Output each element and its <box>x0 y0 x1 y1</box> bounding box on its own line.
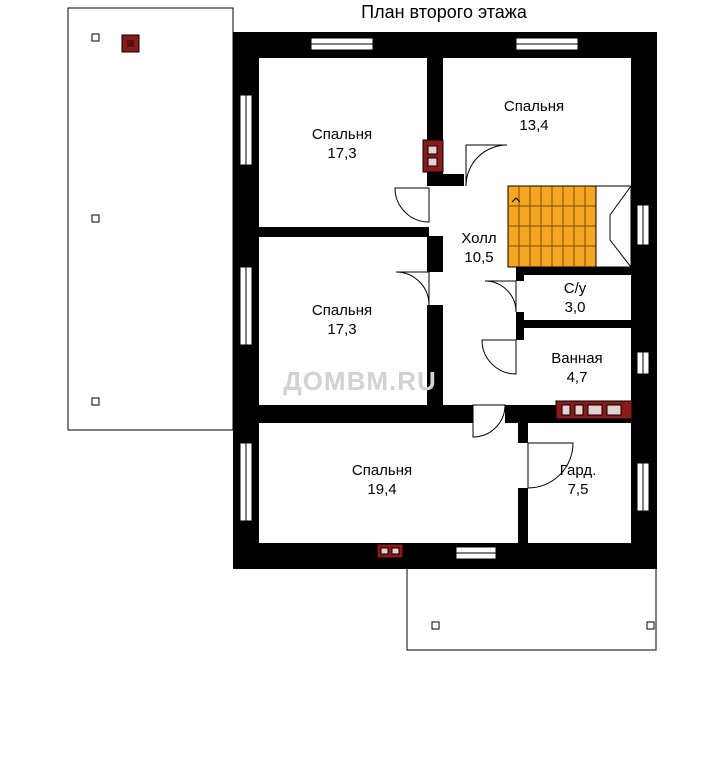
room-name-wardrobe: Гард. <box>560 462 597 479</box>
room-area-bath: 4,7 <box>567 369 588 386</box>
terrace-post <box>91 214 100 223</box>
stairs <box>507 185 633 268</box>
room-area-bedroom-ne: 13,4 <box>519 117 548 134</box>
room-area-bedroom-nw: 17,3 <box>327 145 356 162</box>
chimney-inner <box>127 40 134 47</box>
bottom-balcony <box>406 564 657 651</box>
room-area-wardrobe: 7,5 <box>568 481 589 498</box>
room-name-wc: С/у <box>564 280 587 297</box>
balcony-post <box>646 621 655 630</box>
watermark: ДОМВМ.RU <box>283 366 437 396</box>
room-name-bedroom-w: Спальня <box>312 302 372 319</box>
terrace-post <box>91 397 100 406</box>
windows <box>239 37 650 560</box>
room-area-bedroom-s: 19,4 <box>367 481 396 498</box>
outer-walls <box>233 32 657 569</box>
room-name-bath: Ванная <box>551 350 602 367</box>
balcony-post <box>431 621 440 630</box>
room-name-bedroom-ne: Спальня <box>504 98 564 115</box>
terrace-post <box>91 33 100 42</box>
plan-title: План второго этажа <box>361 2 528 22</box>
room-name-hall: Холл <box>461 230 496 247</box>
chimney-blocks <box>376 139 633 559</box>
room-area-wc: 3,0 <box>565 299 586 316</box>
room-labels: Спальня 17,3 Спальня 13,4 Холл 10,5 Спал… <box>312 98 603 498</box>
room-area-bedroom-w: 17,3 <box>327 321 356 338</box>
room-name-bedroom-nw: Спальня <box>312 126 372 143</box>
room-name-bedroom-s: Спальня <box>352 462 412 479</box>
room-area-hall: 10,5 <box>464 249 493 266</box>
doors <box>394 144 574 489</box>
